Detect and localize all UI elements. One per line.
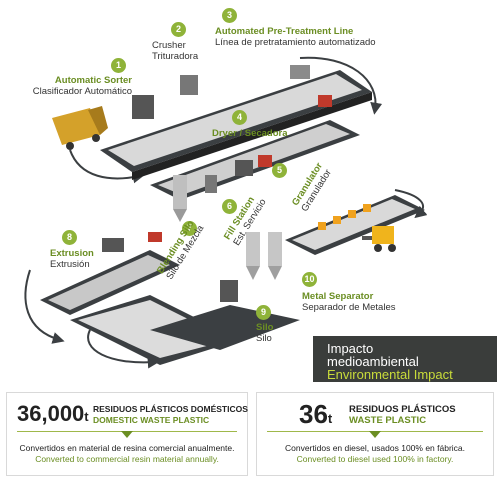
right-conveyor — [285, 195, 425, 255]
step-title-es: Separador de Metales — [302, 302, 396, 313]
step-number-badge: 3 — [222, 8, 237, 23]
granulator-machine — [258, 155, 272, 167]
flow-arrow — [299, 56, 383, 115]
impact-title-line1: Impacto — [327, 341, 374, 356]
step-label-silo: Silo Silo — [256, 322, 273, 344]
step-title-en: Extrusion — [50, 248, 94, 259]
blending-silo — [173, 175, 187, 222]
stat-title-es: RESIDUOS PLÁSTICOS — [349, 404, 456, 415]
dryer-machine — [235, 160, 253, 176]
step-label-dryer: Dryer / Secadora — [212, 128, 288, 139]
stat-card-waste-plastic: 36t RESIDUOS PLÁSTICOS WASTE PLASTIC Con… — [256, 392, 494, 476]
pretreatment-heater — [318, 95, 332, 107]
resin-box — [318, 222, 326, 230]
flow-arrow — [394, 189, 428, 219]
step-title-en: Automated Pre-Treatment Line — [215, 26, 354, 37]
resin-box — [363, 204, 371, 212]
stat-number: 36,000 — [17, 401, 85, 426]
stat-description-en: Converted to commercial resin material a… — [35, 454, 219, 464]
stat-description-es: Convertidos en diesel, usados 100% en fá… — [284, 443, 466, 453]
step-number-badge: 7 — [182, 221, 197, 236]
step-number-badge: 8 — [62, 230, 77, 245]
impact-title-en: Environmental Impact — [327, 367, 453, 382]
stat-description-es: Convertidos en material de resina comerc… — [19, 443, 235, 453]
divider-arrow-icon — [121, 431, 133, 438]
forklift — [362, 226, 396, 252]
step-number-badge: 6 — [222, 199, 237, 214]
stat-unit: t — [84, 409, 89, 424]
step-number-badge: 2 — [171, 22, 186, 37]
stat-description-en: Converted to diesel used 100% in factory… — [296, 454, 454, 464]
step-title-en: Crusher — [152, 40, 186, 51]
step-number-badge: 9 — [256, 305, 271, 320]
step-title-es: Clasificador Automático — [32, 86, 132, 97]
stat-title-en: WASTE PLASTIC — [349, 415, 427, 426]
step-title-en: Metal Separator — [302, 291, 374, 302]
resin-box — [333, 216, 341, 224]
stat-value: 36,000t — [17, 401, 89, 427]
step-label-pretreatment: Automated Pre-Treatment Line Línea de pr… — [215, 26, 376, 48]
extrusion-machine — [102, 238, 124, 252]
flow-arrow — [69, 149, 145, 184]
step-label-extrusion: Extrusion Extrusión — [50, 248, 94, 270]
step-title-en: Automatic Sorter — [54, 75, 132, 86]
step-title-en: Silo — [256, 322, 274, 333]
step-title-es: Línea de pretratamiento automatizado — [215, 37, 376, 48]
sorter-machine — [132, 95, 154, 119]
extrusion-line — [40, 250, 180, 315]
flow-arrow — [24, 269, 65, 344]
step-number-badge: 10 — [302, 272, 317, 287]
step-label-metal-separator: Metal Separator Separador de Metales — [302, 291, 395, 313]
stat-title-es: RESIDUOS PLÁSTICOS DOMÉSTICOS — [93, 404, 248, 414]
resin-box — [348, 210, 356, 218]
step-title-es: Silo — [256, 333, 272, 344]
pretreatment-tank — [290, 65, 310, 79]
stat-value: 36t — [299, 399, 332, 430]
stat-number: 36 — [299, 399, 328, 429]
silo-hopper — [220, 280, 238, 302]
step-title-es: Extrusión — [50, 259, 90, 270]
step-number-badge: 4 — [232, 110, 247, 125]
silo — [246, 232, 282, 280]
stat-title-en: DOMESTIC WASTE PLASTIC — [93, 415, 210, 425]
extrusion-heater — [148, 232, 162, 242]
step-label-sorter: Automatic Sorter Clasificador Automático — [33, 75, 132, 97]
stat-unit: t — [327, 411, 333, 426]
step-label-crusher: Crusher Trituradora — [152, 40, 198, 62]
garbage-truck — [52, 106, 108, 150]
step-title-en: Dryer / Secadora — [212, 128, 288, 139]
step-title-es: Trituradora — [152, 51, 199, 62]
impact-title-line2: medioambiental — [327, 354, 419, 369]
divider-arrow-icon — [369, 431, 381, 438]
fill-station — [205, 175, 217, 193]
stat-card-domestic-waste: 36,000t RESIDUOS PLÁSTICOS DOMÉSTICOS DO… — [6, 392, 248, 476]
step-number-badge: 1 — [111, 58, 126, 73]
flow-arrow — [87, 329, 160, 369]
crusher-machine — [180, 75, 198, 95]
step-number-badge: 5 — [272, 163, 287, 178]
environmental-impact-banner: Impacto medioambiental Environmental Imp… — [313, 336, 497, 382]
